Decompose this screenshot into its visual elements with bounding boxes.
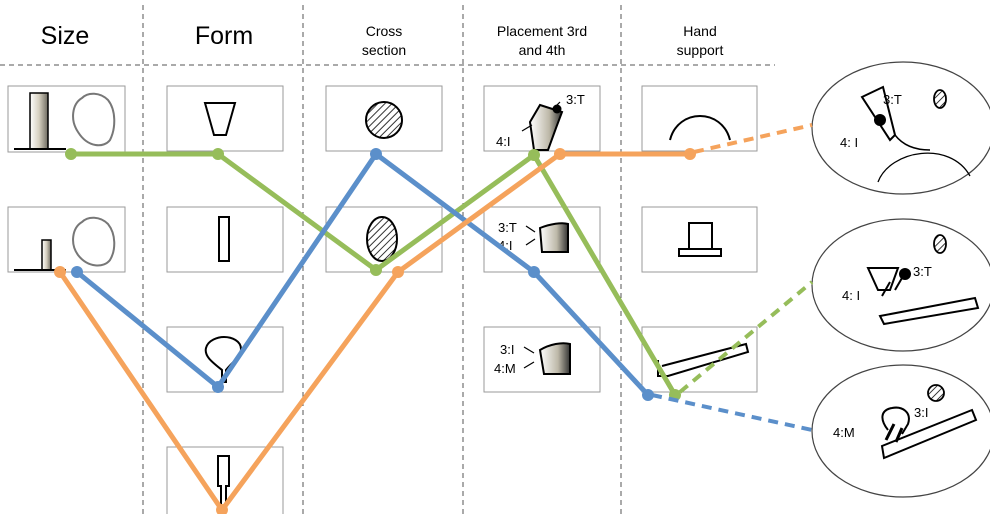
placement-2-thumb: 3:T: [498, 220, 517, 235]
placement-cell-2: 3:T 4:I: [483, 206, 601, 273]
mid-oval-thumb: 3:T: [913, 264, 932, 279]
placement-3-middle: 4:M: [494, 361, 516, 376]
detail-oval-middle: 3:T 4: I: [811, 218, 990, 352]
placement-1-thumb: 3:T: [566, 92, 585, 107]
placement-cell-3: 3:I 4:M: [483, 326, 601, 393]
header-form: Form: [195, 22, 253, 50]
bot-oval-middle: 4:M: [833, 425, 855, 440]
cylinder-form-icon: [218, 216, 230, 262]
placement-cell-1: 3:T 4:I: [483, 85, 601, 152]
size-cell-small: [7, 206, 126, 273]
path-green: [65, 148, 814, 401]
mid-oval-index: 4: I: [842, 288, 860, 303]
header-placement-line1: Placement 3rd: [497, 23, 587, 39]
pedestal-support-icon: [678, 248, 722, 257]
tapered-form-icon: [203, 102, 237, 136]
bot-oval-index: 3:I: [914, 405, 928, 420]
size-cell-large: [7, 85, 126, 153]
detail-oval-top: 3:T 4: I: [811, 61, 990, 195]
placement-3-index: 3:I: [500, 342, 514, 357]
header-placement-line2: and 4th: [519, 42, 566, 58]
top-oval-index: 4: I: [840, 135, 858, 150]
placement-1-index: 4:I: [496, 134, 510, 149]
support-cell-ramp: [641, 326, 758, 393]
path-blue: [71, 148, 813, 432]
oval-section-icon: [366, 216, 398, 262]
form-cell-cylinder: [166, 206, 284, 273]
support-cell-pedestal: [641, 206, 758, 273]
header-hand-line1: Hand: [683, 23, 716, 39]
round-section-icon: [365, 101, 403, 139]
hand-large-icon: [72, 92, 116, 147]
cross-cell-round: [325, 85, 443, 152]
support-cell-arch: [641, 85, 758, 152]
header-hand-line2: support: [677, 42, 724, 58]
path-orange: [54, 123, 813, 514]
header-cross-line2: section: [362, 42, 406, 58]
top-oval-thumb: 3:T: [883, 92, 902, 107]
header-cross-line1: Cross: [366, 23, 403, 39]
form-cell-tapered: [166, 85, 284, 152]
header-size: Size: [41, 22, 90, 50]
cross-cell-oval: [325, 206, 443, 273]
arch-support-icon: [669, 115, 731, 141]
hand-small-icon: [72, 216, 116, 267]
detail-oval-bottom: 3:I 4:M: [811, 364, 990, 498]
